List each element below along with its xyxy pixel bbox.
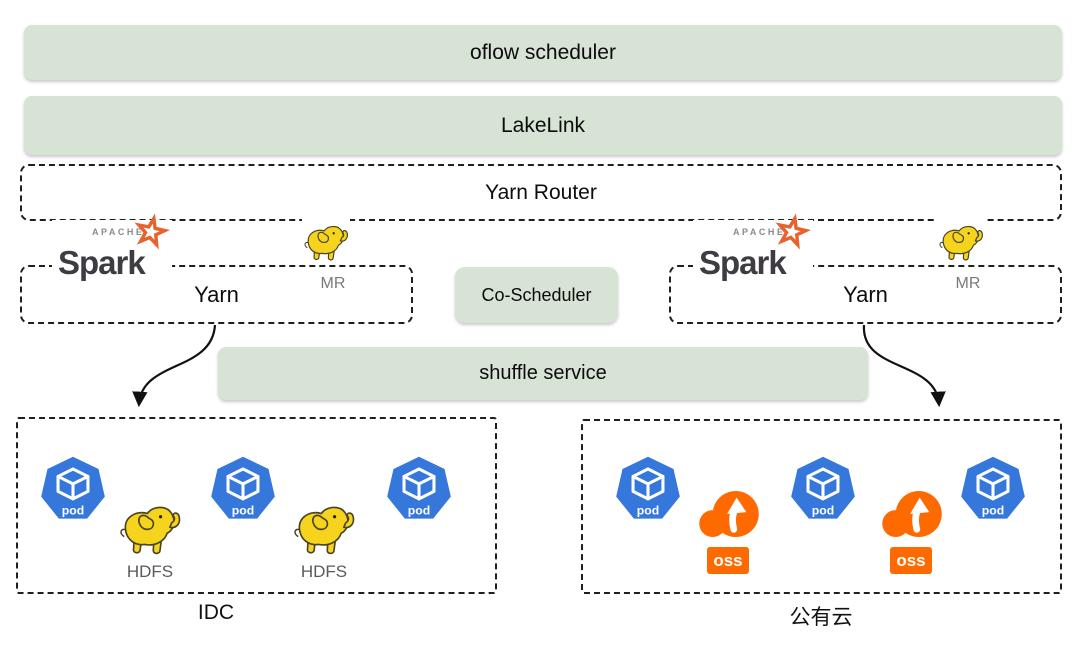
pod-icon: pod <box>209 454 277 522</box>
hdfs-label: HDFS <box>300 562 348 581</box>
public-cloud-zone-label: 公有云 <box>789 606 853 629</box>
yarn-label-left: Yarn <box>194 281 239 307</box>
pod-icon: pod <box>385 454 453 522</box>
hadoop-elephant-icon <box>939 225 983 261</box>
pod-text: pod <box>637 504 659 518</box>
arrow-left-yarn-to-idc <box>132 324 217 408</box>
pod-icon: pod <box>789 454 857 522</box>
yarn-router-box: Yarn Router <box>20 164 1062 221</box>
mr-elephant-left <box>302 218 350 262</box>
yarn-router-label: Yarn Router <box>485 180 597 204</box>
pod-icon: pod <box>959 454 1027 522</box>
oflow-scheduler-label: oflow scheduler <box>470 40 616 64</box>
spark-star-icon <box>775 213 811 250</box>
pod-text: pod <box>232 504 254 518</box>
kubernetes-pod-icon: pod <box>616 456 680 519</box>
mr-label-right: MR <box>955 275 981 292</box>
idc-zone-label: IDC <box>197 601 235 624</box>
hdfs-label: HDFS <box>126 562 174 581</box>
spark-wordmark: Spark <box>699 244 787 281</box>
shuffle-service-label: shuffle service <box>479 362 607 384</box>
oss-label: oss <box>707 547 749 574</box>
mr-elephant-right <box>937 218 985 262</box>
hadoop-elephant-icon <box>304 225 348 261</box>
arrow-right-yarn-to-cloud <box>862 324 946 408</box>
yarn-label-right: Yarn <box>843 281 888 307</box>
pod-text: pod <box>408 504 430 518</box>
shuffle-service-bar: shuffle service <box>218 347 868 400</box>
pod-icon: pod <box>614 454 682 522</box>
spark-wordmark: Spark <box>58 244 146 281</box>
lakelink-bar: LakeLink <box>24 96 1062 155</box>
spark-apache-text: APACHE <box>733 227 786 237</box>
pod-text: pod <box>62 504 84 518</box>
oflow-scheduler-bar: oflow scheduler <box>24 25 1062 80</box>
hadoop-elephant-icon <box>120 506 181 555</box>
spark-logo-right: APACHE Spark <box>693 213 813 281</box>
spark-logo-left: APACHE Spark <box>52 213 172 281</box>
kubernetes-pod-icon: pod <box>791 456 855 519</box>
pod-text: pod <box>982 504 1004 518</box>
spark-apache-text: APACHE <box>92 227 145 237</box>
kubernetes-pod-icon: pod <box>211 456 275 519</box>
lakelink-label: LakeLink <box>500 113 586 137</box>
kubernetes-pod-icon: pod <box>387 456 451 519</box>
kubernetes-pod-icon: pod <box>41 456 105 519</box>
mr-label-left: MR <box>320 275 346 292</box>
oss-cloud-icon <box>699 490 759 538</box>
spark-star-icon <box>134 213 170 250</box>
public-cloud-zone-box: pod pod pod oss oss <box>581 419 1062 594</box>
kubernetes-pod-icon: pod <box>961 456 1025 519</box>
idc-zone-box: pod pod pod HDFS HDFS <box>16 417 497 594</box>
oss-cloud-icon <box>882 490 942 538</box>
oss-label: oss <box>890 547 932 574</box>
oss-cloud-icon <box>698 490 760 538</box>
hdfs-elephant-icon <box>117 495 183 557</box>
hadoop-elephant-icon <box>294 506 355 555</box>
oss-cloud-icon <box>881 490 943 538</box>
pod-icon: pod <box>39 454 107 522</box>
hdfs-elephant-icon <box>291 495 357 557</box>
pod-text: pod <box>812 504 834 518</box>
co-scheduler-label: Co-Scheduler <box>481 284 592 305</box>
co-scheduler-box: Co-Scheduler <box>455 267 618 323</box>
